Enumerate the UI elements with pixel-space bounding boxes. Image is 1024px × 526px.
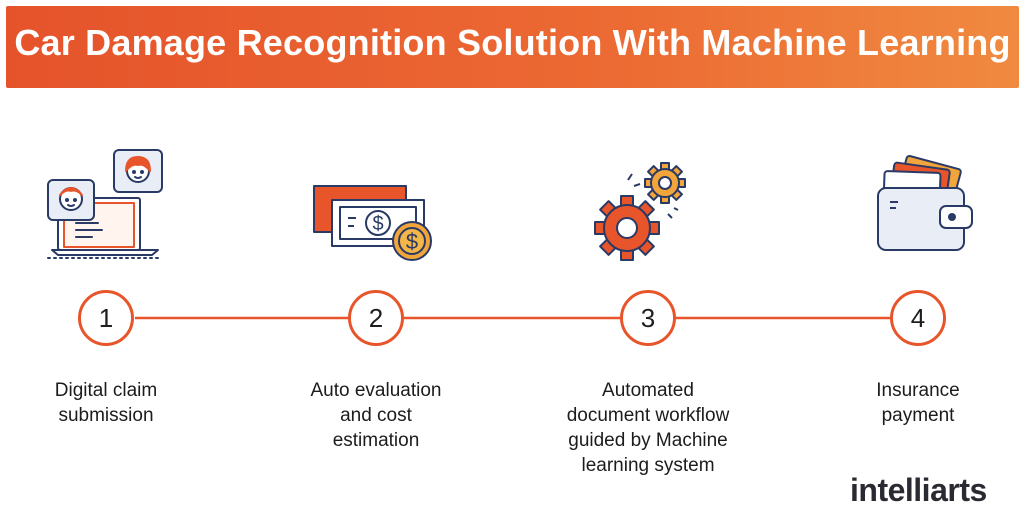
step-label-1-line-1: Digital claim: [54, 380, 158, 401]
step-label-3: Automated document workflow guided by Ma…: [538, 378, 758, 478]
title-banner: Car Damage Recognition Solution With Mac…: [6, 6, 1019, 88]
step-label-1-line-2: submission: [58, 405, 154, 426]
step-label-3-line-4: learning system: [581, 455, 715, 476]
gears-icon: [594, 162, 686, 261]
step-number-2: 2: [348, 290, 404, 346]
step-label-3-line-2: document workflow: [566, 405, 730, 426]
step-label-4: Insurance payment: [808, 378, 1024, 428]
step-label-3-line-1: Automated: [602, 380, 694, 401]
step-label-3-line-3: guided by Machine: [568, 430, 728, 451]
step-label-2-line-1: Auto evaluation: [310, 380, 442, 401]
intelliarts-logo: intelliarts: [850, 472, 987, 508]
step-label-2-line-3: estimation: [332, 430, 420, 451]
step-number-3: 3: [620, 290, 676, 346]
money-dollar-coin-icon: $ $: [313, 185, 432, 261]
laptop-with-avatars-icon: [47, 149, 163, 259]
step-number-1: 1: [78, 290, 134, 346]
step-number-4: 4: [890, 290, 946, 346]
step-label-1: Digital claim submission: [0, 378, 216, 428]
step-label-2-line-2: and cost: [340, 405, 412, 426]
step-label-4-line-2: payment: [881, 405, 955, 426]
page-title: Car Damage Recognition Solution With Mac…: [14, 22, 1011, 63]
svg-text:$: $: [372, 213, 383, 235]
wallet-cards-icon: [877, 155, 973, 251]
step-label-4-line-1: Insurance: [876, 380, 960, 401]
step-label-2: Auto evaluation and cost estimation: [266, 378, 486, 453]
svg-text:$: $: [406, 229, 418, 254]
